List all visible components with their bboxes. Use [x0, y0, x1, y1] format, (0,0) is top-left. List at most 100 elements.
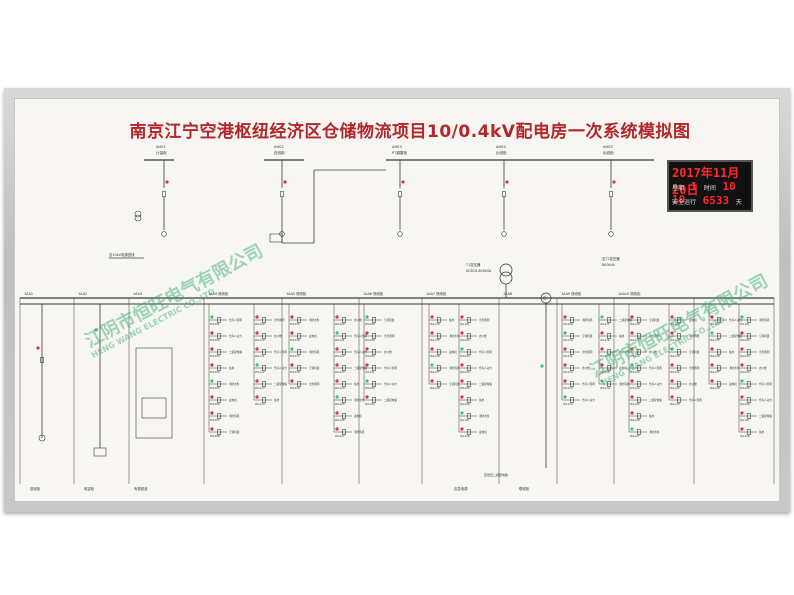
lv-cabinet-label: 1AA5 馈线柜 [286, 291, 307, 296]
feeder-desc: 仓库1 照明 [689, 398, 702, 402]
feeder-desc: 办公楼 [689, 382, 697, 386]
feeder-code: WL101 [210, 322, 220, 326]
feeder-desc: 仓库2 动力 [274, 366, 287, 370]
sub-desc: 至低压二级配电箱 [484, 472, 508, 477]
feeder-code: WL129 [670, 338, 680, 342]
feeder-code: WL124 [335, 386, 345, 390]
safe-unit: 天 [735, 199, 742, 206]
feeder-breaker [342, 429, 346, 435]
feeder-code: WL129 [365, 338, 375, 342]
hv-indicator-lamp [283, 180, 287, 184]
feeder-desc: 二级配电箱 [479, 382, 492, 386]
feeder-breaker [677, 349, 681, 355]
capacitor-lamp [94, 328, 98, 332]
feeder-code: WL136 [430, 354, 440, 358]
feeder-code: WL114 [563, 402, 573, 406]
feeder-code: WL119 [600, 386, 610, 390]
transformer-rating: SCB10-800kVA [466, 269, 492, 273]
feeder-code: WL113 [255, 386, 265, 390]
feeder-desc: 室外照明 [274, 318, 285, 322]
feeder-desc: 消防风机 [229, 414, 240, 418]
feeder-code: WL122 [335, 354, 345, 358]
feeder-breaker [217, 413, 221, 419]
single-line-diagram: AH01计量柜AH02进线柜AH03PT避雷柜AH04出线柜AH05出线柜至10… [14, 98, 780, 502]
feeder-lamp [710, 347, 714, 351]
feeder-code: WL115 [290, 322, 300, 326]
feeder-desc: 办公楼 [384, 350, 392, 354]
feeder-desc: 仓库1 照明 [479, 350, 492, 354]
feeder-code: WL107 [460, 418, 470, 422]
incoming-note: 至10kV电源进线 [109, 252, 135, 257]
lv-cabinet-label: 1AA3 [133, 292, 142, 296]
feeder-desc: 发电机 [229, 398, 237, 402]
feeder-code: WL101 [460, 322, 470, 326]
feeder-code: WL127 [335, 434, 345, 438]
feeder-lamp [630, 331, 634, 335]
feeder-breaker [677, 317, 681, 323]
feeder-lamp [335, 363, 339, 367]
feeder-lamp [740, 395, 744, 399]
feeder-code: WL110 [255, 338, 265, 342]
hv-breaker [280, 191, 284, 197]
feeder-desc: 消防风机 [354, 430, 365, 434]
feeder-lamp [290, 347, 294, 351]
feeder-breaker [437, 333, 441, 339]
feeder-desc: 仓库2 动力 [649, 382, 662, 386]
feeder-desc: 消防风机 [689, 334, 700, 338]
feeder-breaker [607, 381, 611, 387]
feeder-code: WL105 [460, 386, 470, 390]
feeder-breaker [637, 381, 641, 387]
feeder-desc: 备用 [649, 414, 655, 418]
feeder-code: WL117 [290, 354, 300, 358]
feeder-breaker [637, 333, 641, 339]
feeder-code: WL103 [210, 354, 220, 358]
feeder-lamp [710, 379, 714, 383]
feeder-lamp [740, 315, 744, 319]
feeder-breaker [717, 349, 721, 355]
feeder-code: WL104 [210, 370, 220, 374]
feeder-code: WL138 [710, 386, 720, 390]
feeder-lamp [740, 363, 744, 367]
feeder-lamp [335, 427, 339, 431]
feeder-desc: 仓库2 动力 [229, 334, 242, 338]
feeder-desc: 发电机 [619, 366, 627, 370]
feeder-code: WL113 [563, 386, 573, 390]
feeder-lamp [630, 427, 634, 431]
feeder-code: WL133 [365, 402, 375, 406]
feeder-code: WL124 [630, 386, 640, 390]
feeder-desc: 备用 [729, 350, 735, 354]
feeder-breaker [637, 365, 641, 371]
feeder-code: WL106 [210, 402, 220, 406]
hv-cabinet-code: AH01 [156, 145, 166, 149]
feeder-lamp [563, 315, 567, 319]
feeder-code: WL111 [255, 354, 265, 358]
feeder-lamp [460, 427, 464, 431]
feeder-code: WL108 [210, 434, 220, 438]
lv-cabinet-label: 1AA9 馈线柜 [561, 291, 582, 296]
feeder-breaker [262, 317, 266, 323]
feeder-lamp [670, 395, 674, 399]
feeder-breaker [467, 413, 471, 419]
feeder-breaker [342, 333, 346, 339]
feeder-lamp [255, 347, 259, 351]
feeder-desc: 仓库1 照明 [759, 382, 772, 386]
feeder-lamp [563, 379, 567, 383]
feeder-breaker [747, 317, 751, 323]
feeder-desc: 二级配电箱 [384, 398, 397, 402]
feeder-breaker [372, 317, 376, 323]
feeder-breaker [637, 413, 641, 419]
feeder-lamp [630, 315, 634, 319]
feeder-desc: 发电机 [729, 382, 737, 386]
feeder-lamp [210, 363, 214, 367]
feeder-code: WL115 [600, 322, 610, 326]
feeder-code: WL107 [740, 418, 750, 422]
lv-cabinet-label: 1AA2 [78, 292, 87, 296]
feeder-lamp [460, 411, 464, 415]
feeder-lamp [335, 347, 339, 351]
feeder-breaker [677, 381, 681, 387]
feeder-desc: 仓库2 动力 [759, 398, 772, 402]
feeder-lamp [210, 395, 214, 399]
feeder-breaker [570, 381, 574, 387]
lv-bottom-label: 联络柜 [519, 486, 530, 491]
feeder-desc: 办公楼 [649, 350, 657, 354]
